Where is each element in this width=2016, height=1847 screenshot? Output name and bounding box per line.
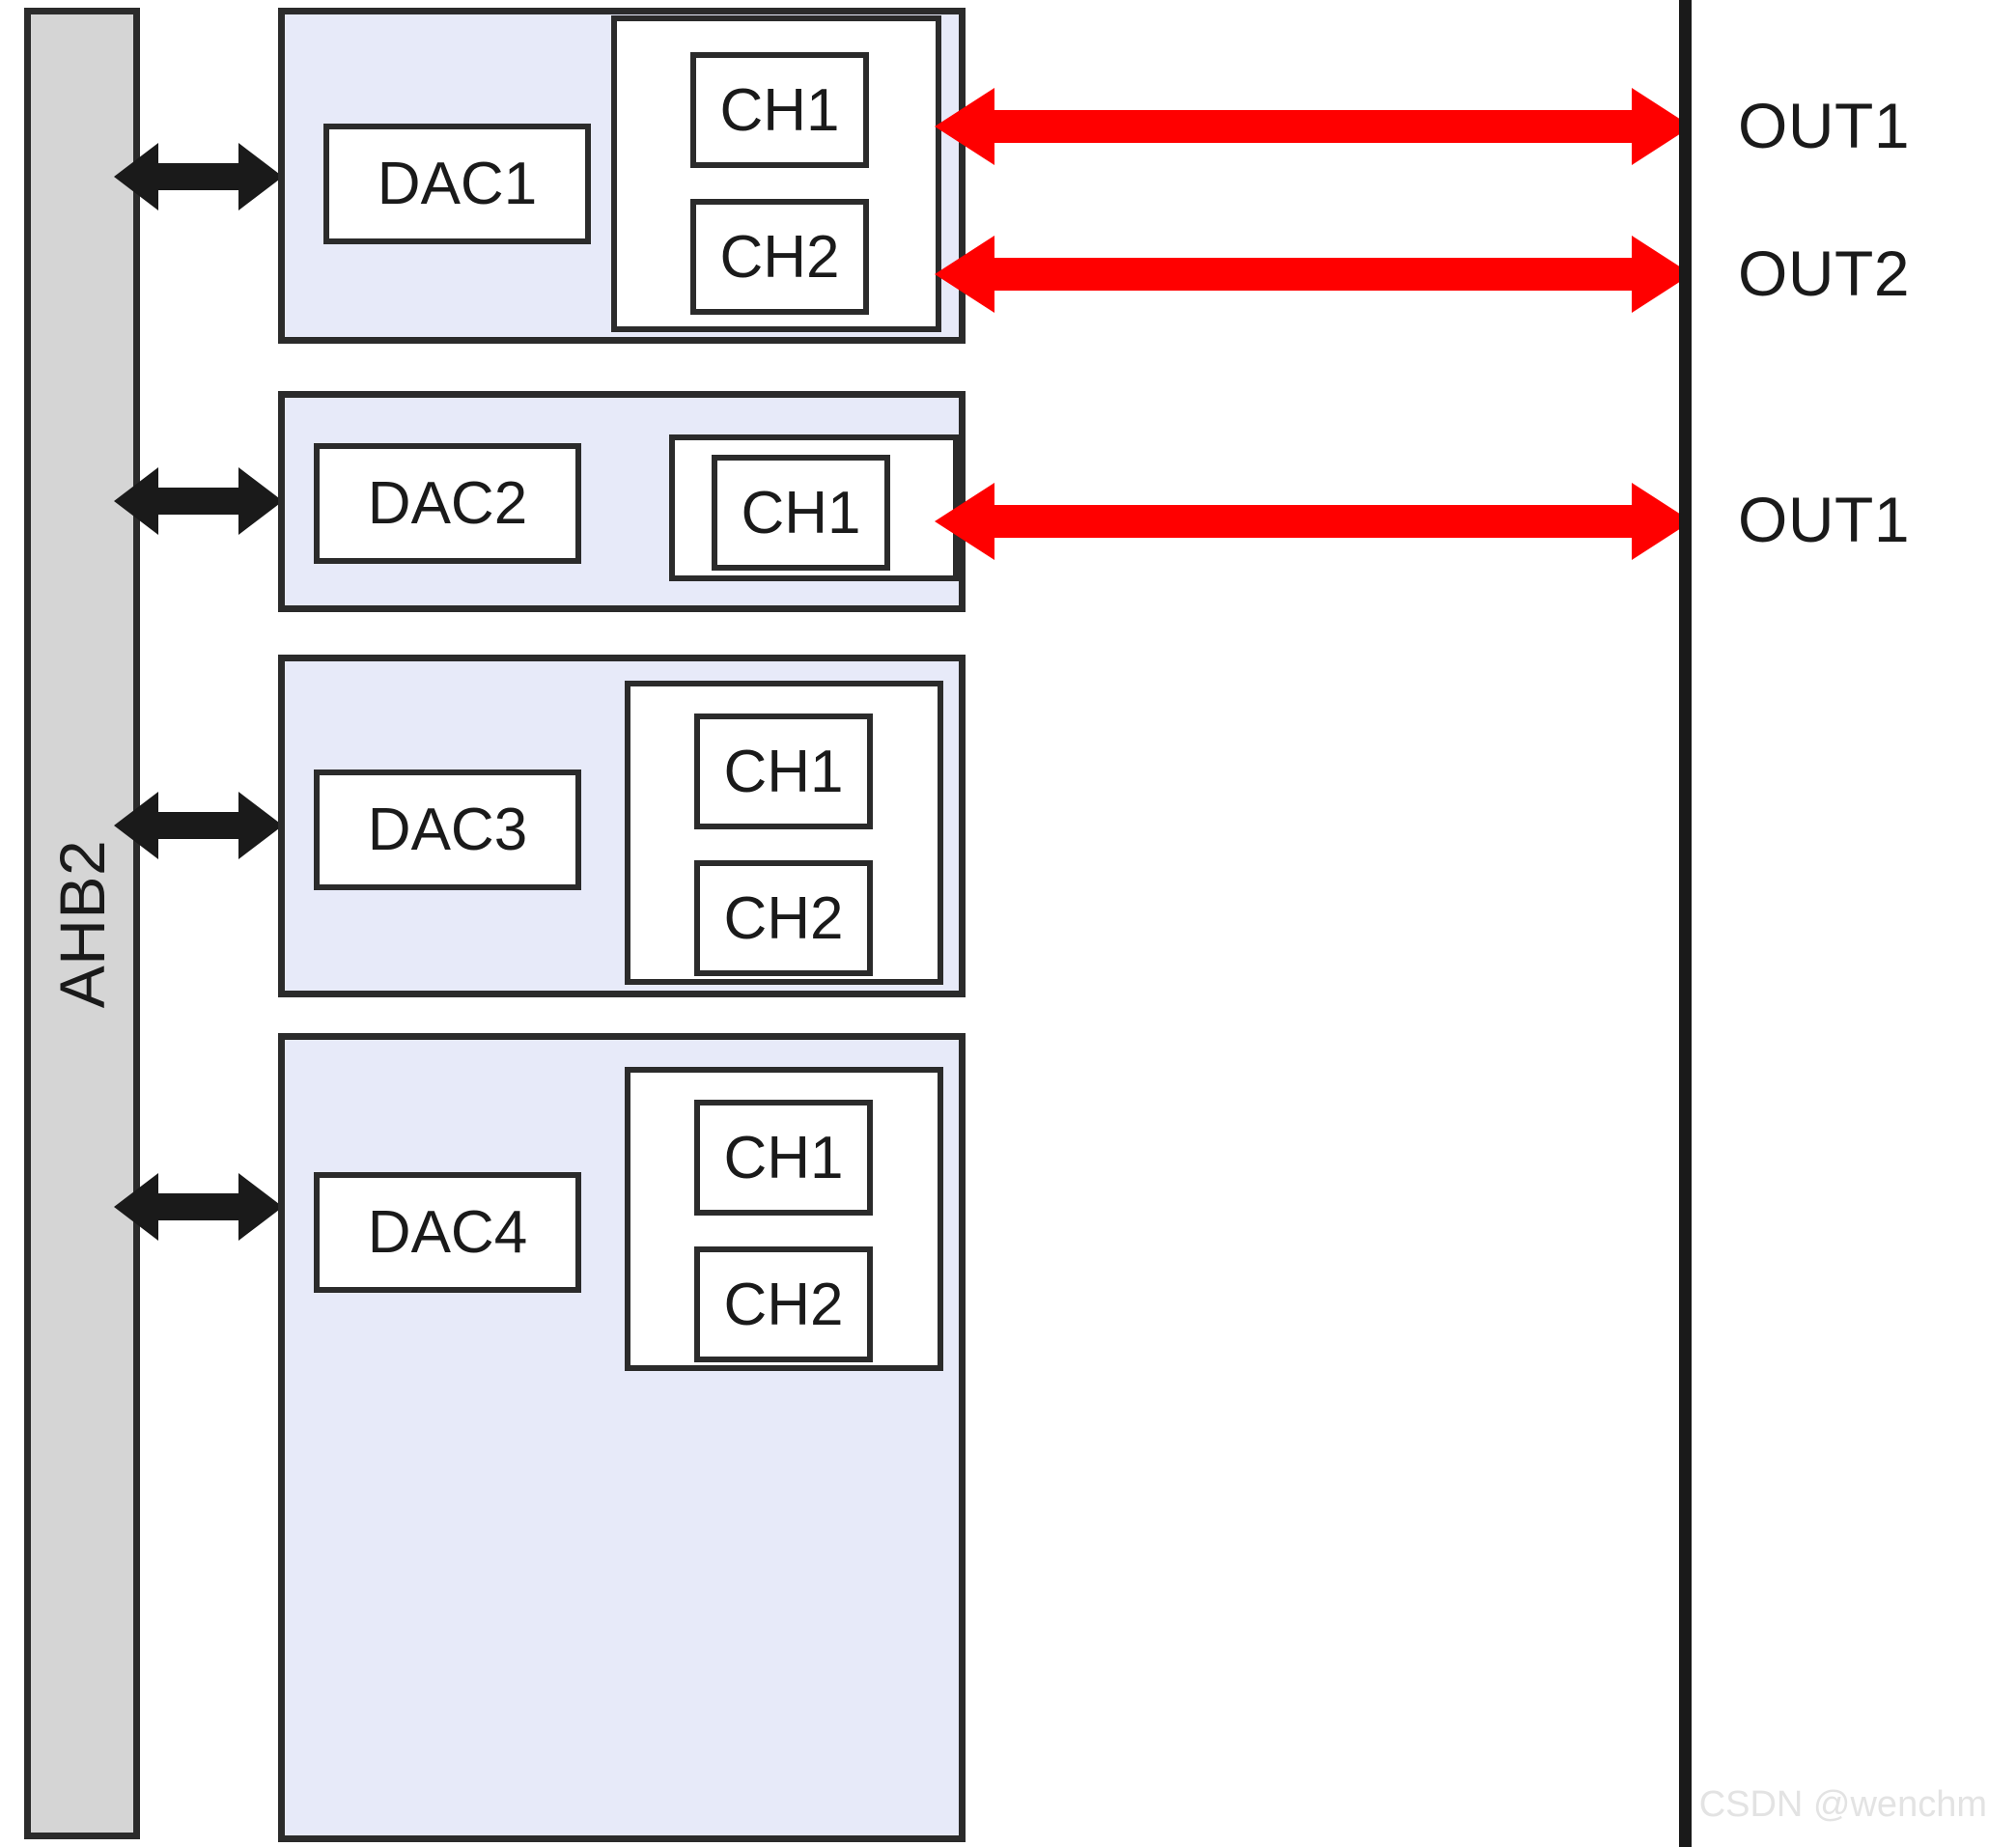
bus-arrow-dac2 bbox=[114, 460, 283, 543]
ahb2-bus-label: AHB2 bbox=[46, 839, 118, 1008]
channel-box-dac1-ch2: CH2 bbox=[690, 199, 869, 315]
channel-box-dac3-ch2: CH2 bbox=[694, 860, 873, 976]
channel-label: CH2 bbox=[723, 884, 844, 952]
output-arrow-dac2-ch1 bbox=[935, 477, 1692, 566]
output-label-text: OUT1 bbox=[1738, 90, 1911, 161]
dac-panel-dac3: DAC3 CH1 CH2 bbox=[278, 655, 966, 997]
dac-block-label: DAC4 bbox=[367, 1199, 528, 1266]
dac-block-label: DAC1 bbox=[377, 151, 538, 217]
output-label-out1-dac2: OUT1 bbox=[1738, 483, 1910, 556]
channel-label: CH1 bbox=[723, 1124, 844, 1191]
dac-block-dac1: DAC1 bbox=[323, 124, 591, 244]
channel-label: CH2 bbox=[723, 1271, 844, 1338]
channel-box-dac4-ch2: CH2 bbox=[694, 1246, 873, 1362]
bus-arrow-dac1 bbox=[114, 135, 283, 218]
channel-label: CH1 bbox=[723, 738, 844, 805]
dac-panel-dac2: DAC2 CH1 bbox=[278, 391, 966, 612]
dac-block-dac2: DAC2 bbox=[314, 443, 581, 564]
output-label-out2-dac1: OUT2 bbox=[1738, 237, 1910, 310]
channel-box-dac4-ch1: CH1 bbox=[694, 1100, 873, 1216]
output-pin-line bbox=[1679, 0, 1692, 1847]
output-label-out1-dac1: OUT1 bbox=[1738, 89, 1910, 162]
dac-block-label: DAC2 bbox=[367, 470, 528, 537]
channel-label: CH2 bbox=[719, 223, 840, 291]
channel-box-dac2-ch1: CH1 bbox=[712, 455, 890, 571]
channel-group-dac3: CH1 CH2 bbox=[625, 681, 943, 985]
dac-panel-dac4: DAC4 CH1 CH2 bbox=[278, 1033, 966, 1842]
output-arrow-dac1-ch2 bbox=[935, 230, 1692, 319]
bus-arrow-dac3 bbox=[114, 784, 283, 867]
channel-box-dac1-ch1: CH1 bbox=[690, 52, 869, 168]
channel-label: CH1 bbox=[719, 76, 840, 144]
dac-block-dac3: DAC3 bbox=[314, 770, 581, 890]
channel-box-dac3-ch1: CH1 bbox=[694, 714, 873, 829]
ahb2-bus-bar: AHB2 bbox=[24, 8, 140, 1839]
channel-group-dac4: CH1 CH2 bbox=[625, 1067, 943, 1371]
output-label-text: OUT2 bbox=[1738, 238, 1911, 309]
bus-arrow-dac4 bbox=[114, 1165, 283, 1248]
channel-label: CH1 bbox=[741, 479, 861, 546]
dac-block-dac4: DAC4 bbox=[314, 1172, 581, 1293]
channel-group-dac2: CH1 bbox=[669, 434, 959, 581]
output-label-text: OUT1 bbox=[1738, 484, 1911, 555]
dac-block-label: DAC3 bbox=[367, 797, 528, 863]
output-arrow-dac1-ch1 bbox=[935, 82, 1692, 171]
channel-group-dac1: CH1 CH2 bbox=[611, 15, 941, 332]
csdn-watermark: CSDN @wenchm bbox=[1698, 1784, 1987, 1825]
